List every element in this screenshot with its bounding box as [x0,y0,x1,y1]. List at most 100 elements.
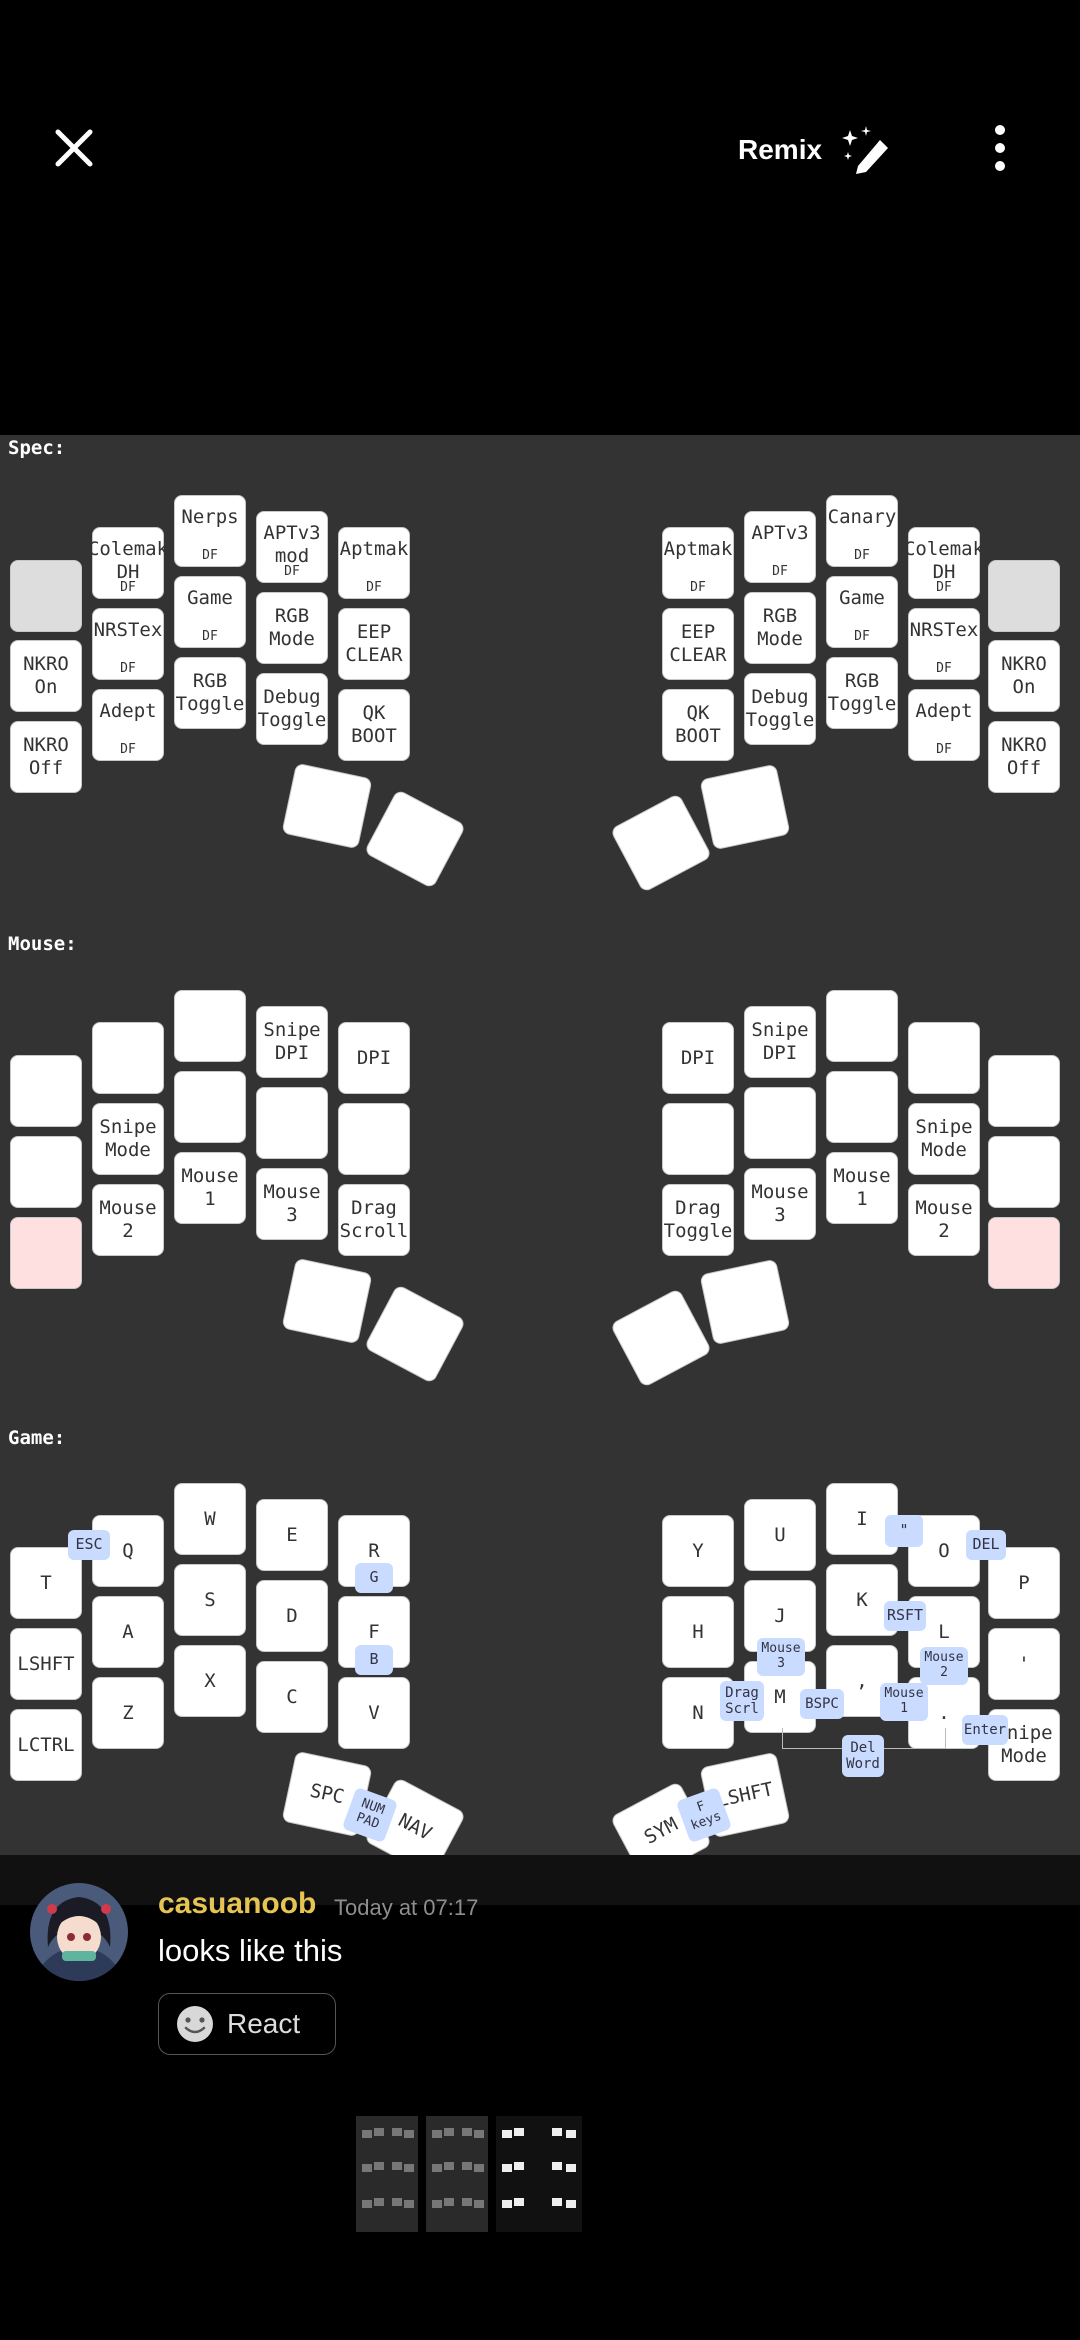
df-label: DF [284,564,300,580]
key [256,1087,328,1159]
key: EEP CLEAR [662,608,734,680]
key-label: Nerps [181,506,239,528]
df-label: DF [936,661,952,677]
df-label: DF [854,548,870,564]
key: D [256,1580,328,1652]
combo-badge: Mouse 3 [757,1638,805,1676]
combo-badge: G [355,1563,393,1593]
key: W [174,1483,246,1555]
react-button[interactable]: React [158,1993,336,2055]
remix-button[interactable]: Remix [738,120,896,180]
key: V [338,1677,410,1749]
key: RGB Toggle [826,657,898,729]
key-label: APTv3 [751,522,809,544]
more-vertical-icon[interactable] [980,118,1020,178]
key: ' [988,1628,1060,1700]
key [10,560,82,632]
key: Snipe DPI [256,1006,328,1078]
df-label: DF [120,580,136,596]
combo-badge: BSPC [800,1689,844,1719]
thumbnail[interactable] [356,2116,418,2232]
key: LCTRL [10,1709,82,1781]
key [988,1217,1060,1289]
key: Drag Toggle [662,1184,734,1256]
key-label: Canary [827,506,897,528]
key: DPI [338,1022,410,1094]
section-label-game: Game: [8,1427,66,1449]
key-label: Colemak DH [903,538,985,583]
key-label: Adept [915,700,973,722]
thumb-key [699,1258,791,1346]
thumb-key [609,792,713,894]
key: NKRO On [988,640,1060,712]
thumb-key [609,1287,713,1389]
key: NKRO Off [10,721,82,793]
thumb-key [363,1283,467,1385]
key-label: Aptmak [663,538,733,560]
key: NKRO Off [988,721,1060,793]
key: RGB Toggle [174,657,246,729]
combo-badge: Mouse 2 [920,1647,968,1685]
key: Snipe DPI [744,1006,816,1078]
combo-badge: " [885,1515,923,1547]
key [174,1071,246,1143]
key-label: Game [187,587,233,609]
key: DPI [662,1022,734,1094]
combo-badge: Enter [962,1715,1008,1745]
key: Z [92,1677,164,1749]
magic-pencil-icon [842,126,889,174]
combo-badge: Mouse 1 [880,1683,928,1721]
key-label: Game [839,587,885,609]
close-icon[interactable] [44,118,104,178]
df-label: DF [120,742,136,758]
key [174,990,246,1062]
message-band [0,1855,1080,1905]
key [988,1136,1060,1208]
section-label-mouse: Mouse: [8,933,77,955]
key: Mouse 1 [174,1152,246,1224]
remix-label: Remix [738,134,823,165]
df-label: DF [120,661,136,677]
key: Drag Scroll [338,1184,410,1256]
df-label: DF [936,580,952,596]
key: Mouse 2 [908,1184,980,1256]
key-label: Colemak DH [87,538,169,583]
df-label: DF [854,629,870,645]
key-label: Aptmak [339,538,409,560]
key: LSHFT [10,1628,82,1700]
thumbnail-selected[interactable] [496,2116,582,2232]
key [10,1136,82,1208]
section-label-spec: Spec: [8,437,66,459]
key [10,1217,82,1289]
key: Debug Toggle [256,673,328,745]
key: QK BOOT [338,689,410,761]
df-label: DF [366,580,382,596]
react-label: React [227,2008,301,2039]
timestamp: Today at 07:17 [334,1895,479,1920]
key: H [662,1596,734,1668]
df-label: DF [202,548,218,564]
image-thumbnail-strip [356,2116,582,2232]
thumb-key [699,763,791,851]
thumbnail[interactable] [426,2116,488,2232]
key: QK BOOT [662,689,734,761]
key: Debug Toggle [744,673,816,745]
chat-message: casuanoob Today at 07:17 looks like this… [0,1855,1080,2095]
key [92,1022,164,1094]
key [10,1055,82,1127]
key [338,1103,410,1175]
key: Mouse 3 [744,1168,816,1240]
avatar[interactable] [30,1883,128,1981]
username[interactable]: casuanoob [158,1887,317,1920]
message-text: looks like this [158,1933,343,1968]
